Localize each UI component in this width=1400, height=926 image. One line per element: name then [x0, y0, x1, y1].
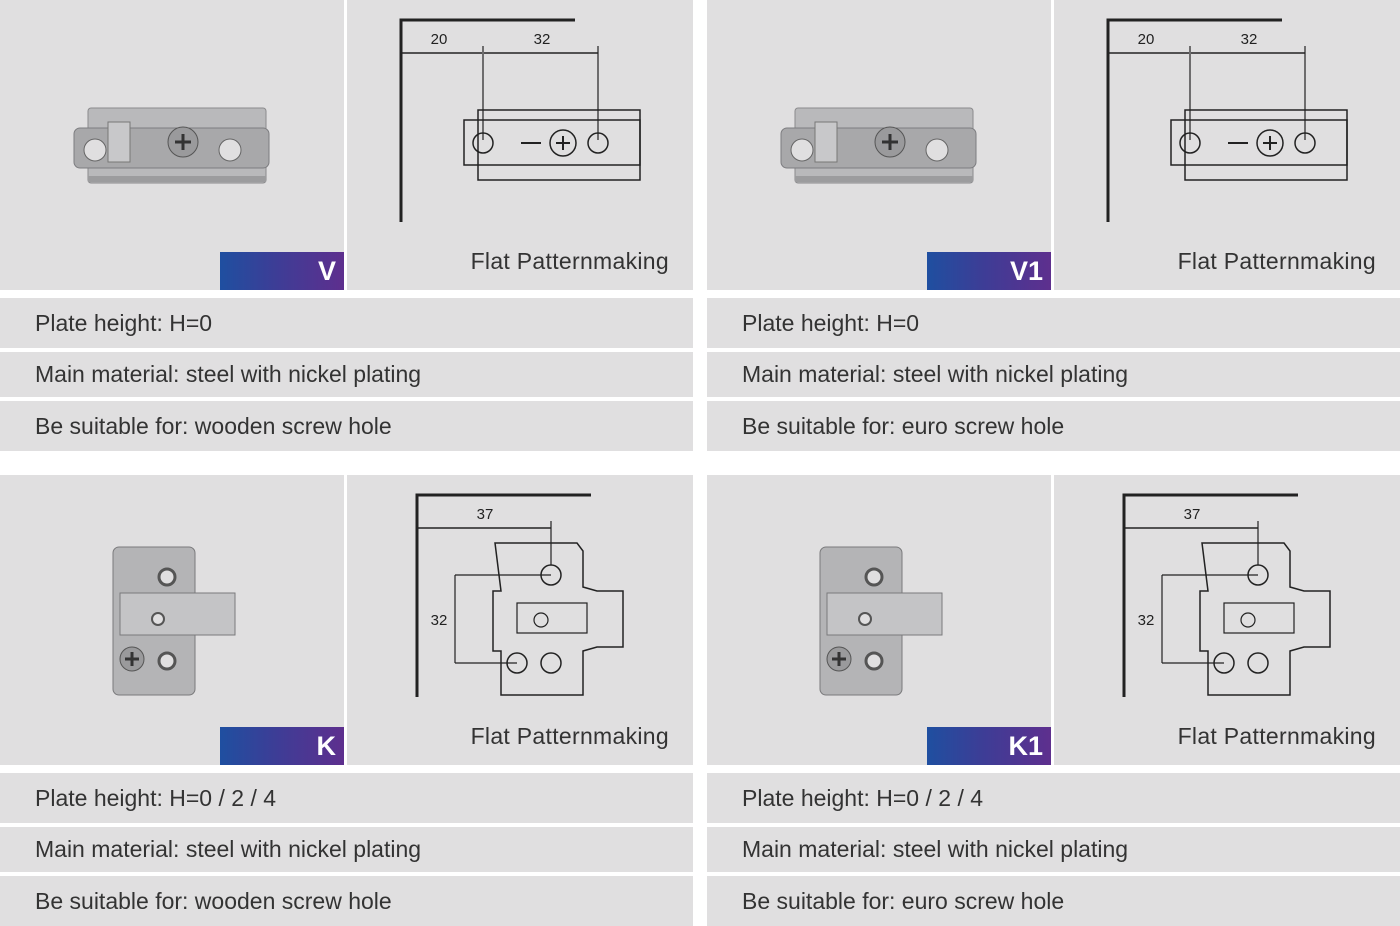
flat-pattern-drawing: 37 32: [1122, 493, 1331, 697]
dimension-label: 20: [1138, 31, 1155, 48]
dimension-label: 32: [1241, 31, 1258, 48]
product-panel-k1: K1 37 32 Flat Patternmaking Plate height…: [707, 475, 1400, 926]
drawing-area: 37 32 Flat Patternmaking: [347, 475, 693, 765]
product-photo: K: [0, 475, 344, 765]
product-photo: V1: [707, 0, 1051, 290]
spec-row: Be suitable for: wooden screw hole: [0, 401, 693, 451]
drawing-caption: Flat Patternmaking: [1177, 248, 1376, 274]
flat-pattern-drawing: 20 32: [399, 18, 641, 222]
flat-pattern-drawing: 37 32: [415, 493, 624, 697]
product-photo: V: [0, 0, 344, 290]
dimension-label: 37: [477, 506, 494, 523]
dimension-label: 32: [1138, 612, 1155, 629]
spec-text: Be suitable for: wooden screw hole: [35, 887, 392, 914]
model-badge: K: [220, 727, 344, 765]
mounting-plate-photo: [780, 107, 977, 184]
model-badge: V: [220, 252, 344, 290]
drawing-area: 20 32 Flat Patternmaking: [347, 0, 693, 290]
product-photo: K1: [707, 475, 1051, 765]
model-badge: V1: [927, 252, 1051, 290]
spec-text: Main material: steel with nickel plating: [35, 361, 422, 387]
mounting-plate-photo: [819, 546, 943, 696]
spec-text: Main material: steel with nickel plating: [742, 361, 1129, 387]
spec-text: Plate height: H=0 / 2 / 4: [35, 784, 277, 811]
dimension-label: 37: [1184, 506, 1201, 523]
spec-text: Be suitable for: wooden screw hole: [35, 412, 392, 439]
model-badge: K1: [927, 727, 1051, 765]
mounting-plate-photo: [73, 107, 270, 184]
spec-row: Main material: steel with nickel plating: [707, 352, 1400, 397]
drawing-area: 20 32 Flat Patternmaking: [1054, 0, 1400, 290]
spec-row: Main material: steel with nickel plating: [0, 352, 693, 397]
drawing-caption: Flat Patternmaking: [1177, 723, 1376, 749]
spec-text: Be suitable for: euro screw hole: [742, 412, 1065, 439]
spec-text: Main material: steel with nickel plating: [742, 836, 1129, 862]
drawing-caption: Flat Patternmaking: [470, 723, 669, 749]
spec-row: Be suitable for: wooden screw hole: [0, 876, 693, 926]
spec-row: Plate height: H=0: [707, 298, 1400, 348]
product-panel-v: V 20 32 Flat Patternmaking Plate height:…: [0, 0, 693, 451]
spec-row: Main material: steel with nickel plating: [707, 827, 1400, 872]
dimension-label: 20: [431, 31, 448, 48]
dimension-label: 32: [431, 612, 448, 629]
drawing-caption: Flat Patternmaking: [470, 248, 669, 274]
spec-row: Be suitable for: euro screw hole: [707, 401, 1400, 451]
spec-text: Main material: steel with nickel plating: [35, 836, 422, 862]
product-panel-k: K 37 32 Flat Patternmaking Plate height:…: [0, 475, 693, 926]
spec-row: Plate height: H=0 / 2 / 4: [0, 773, 693, 823]
drawing-area: 37 32 Flat Patternmaking: [1054, 475, 1400, 765]
flat-pattern-drawing: 20 32: [1106, 18, 1348, 222]
spec-text: Be suitable for: euro screw hole: [742, 887, 1065, 914]
spec-text: Plate height: H=0 / 2 / 4: [742, 784, 984, 811]
spec-row: Plate height: H=0 / 2 / 4: [707, 773, 1400, 823]
spec-row: Plate height: H=0: [0, 298, 693, 348]
dimension-label: 32: [534, 31, 551, 48]
spec-text: Plate height: H=0: [742, 309, 920, 336]
spec-row: Main material: steel with nickel plating: [0, 827, 693, 872]
spec-text: Plate height: H=0: [35, 309, 213, 336]
product-panel-v1: V1 20 32 Flat Patternmaking Plate height…: [707, 0, 1400, 451]
spec-row: Be suitable for: euro screw hole: [707, 876, 1400, 926]
mounting-plate-photo: [112, 546, 236, 696]
